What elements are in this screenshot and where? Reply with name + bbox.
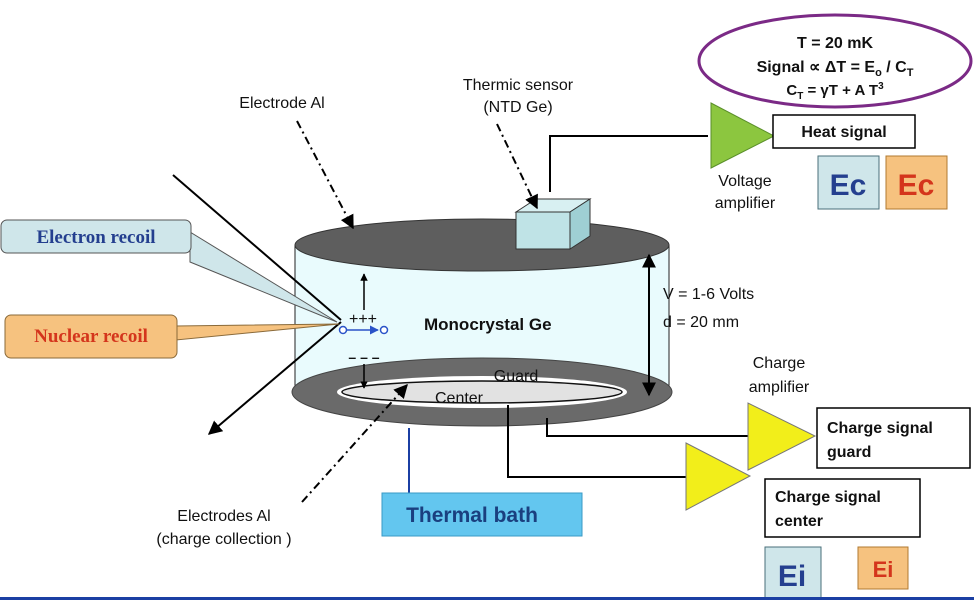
ei-orange-box — [857, 546, 909, 590]
thermic-sensor-icon — [514, 198, 592, 250]
formula-line-1: T = 20 mK — [797, 35, 873, 52]
electrodes-bottom-pointer — [301, 383, 408, 503]
ei-blue-label: Ei — [778, 560, 806, 593]
crystal-label: Monocrystal Ge — [424, 315, 552, 334]
charge-guard-box — [816, 407, 971, 469]
electron-recoil-label: Electron recoil — [36, 227, 155, 248]
heat-signal-label: Heat signal — [801, 124, 886, 141]
minus-charges: – – – — [348, 349, 379, 365]
bottom-rule — [0, 597, 974, 600]
thermal-bath-label: Thermal bath — [406, 504, 538, 527]
guard-wire — [546, 418, 748, 437]
electron-recoil-callout: Electron recoil — [0, 219, 338, 323]
sensor-pointer — [496, 123, 538, 210]
charge-center-label-2: center — [775, 513, 823, 530]
formula-line-3: CT = γT + A T3 — [786, 81, 884, 102]
charge-end-icon — [379, 325, 389, 335]
top-electrode — [294, 218, 670, 272]
electrodes-bottom-label-1: Electrodes Al — [177, 508, 270, 525]
ec-orange-box — [885, 155, 948, 210]
plus-charges: +++ — [349, 311, 377, 328]
charge-center-label-1: Charge signal — [775, 489, 881, 506]
voltage-amp-label-1: Voltage — [718, 173, 771, 190]
center-electrode — [341, 380, 623, 404]
voltage-amp-label-2: amplifier — [715, 195, 776, 212]
nuclear-recoil-label: Nuclear recoil — [34, 326, 148, 347]
thermic-sensor-label-2: (NTD Ge) — [483, 99, 552, 116]
guard-charge-amplifier-icon — [747, 402, 817, 471]
formula-ellipse — [697, 13, 973, 109]
electrode-top-label: Electrode Al — [239, 95, 324, 112]
scattered-track — [207, 321, 342, 435]
thermal-bath-box — [381, 492, 583, 537]
guard-label: Guard — [494, 368, 538, 385]
formula-line-2: Signal ∝ ΔT = Eo / CT — [757, 59, 914, 79]
electrode-top-pointer — [296, 120, 354, 230]
charge-amp-label-1: Charge — [753, 355, 806, 372]
charge-center-box — [764, 478, 921, 538]
ec-blue-box — [817, 155, 880, 210]
electrodes-bottom-label-2: (charge collection ) — [156, 531, 291, 548]
interaction-point-icon — [338, 325, 348, 335]
thermic-sensor-label-1: Thermic sensor — [463, 77, 574, 94]
incoming-track — [172, 174, 342, 321]
heat-signal-box — [772, 114, 916, 149]
charge-guard-label-2: guard — [827, 444, 871, 461]
distance-label: d = 20 mm — [663, 314, 739, 331]
sensor-wire — [549, 135, 708, 192]
voltage-amplifier-icon — [710, 102, 776, 169]
center-label: Center — [435, 390, 484, 407]
ei-orange-label: Ei — [873, 557, 894, 582]
voltage-label: V = 1-6 Volts — [663, 286, 754, 303]
formula-panel: T = 20 mK Signal ∝ ΔT = Eo / CT CT = γT … — [697, 13, 973, 109]
charge-amp-label-2: amplifier — [749, 379, 810, 396]
center-charge-amplifier-icon — [685, 442, 752, 511]
nuclear-recoil-callout: Nuclear recoil — [4, 314, 340, 359]
ec-orange-label: Ec — [898, 169, 935, 202]
ec-blue-label: Ec — [830, 169, 867, 202]
ei-blue-box — [764, 546, 822, 600]
charge-guard-label-1: Charge signal — [827, 420, 933, 437]
center-wire — [507, 405, 686, 478]
